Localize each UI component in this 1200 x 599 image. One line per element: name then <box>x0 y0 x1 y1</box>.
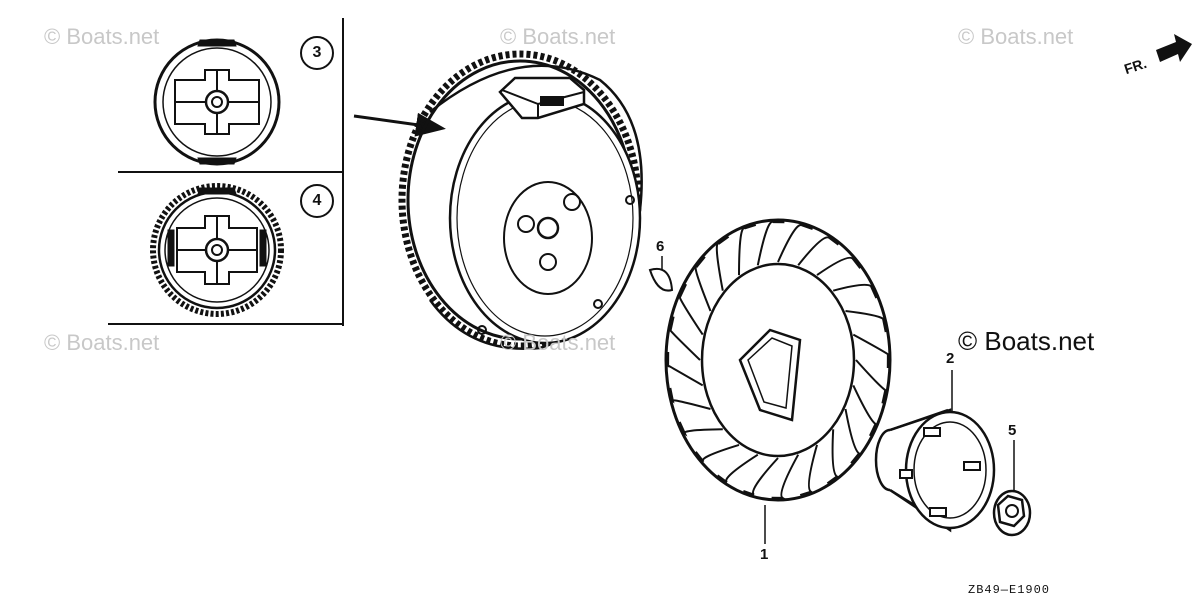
diagram-code: ZB49—E1900 <box>968 583 1051 597</box>
fan-blade <box>678 283 704 336</box>
fan-blade <box>852 333 889 369</box>
fan-blade <box>694 256 712 312</box>
fan-blade <box>845 310 887 333</box>
starter-pulley <box>874 408 996 533</box>
fan-blade <box>666 351 704 387</box>
fan-blade <box>855 359 887 404</box>
variant-label-4: 4 <box>300 184 334 218</box>
fan-blade <box>826 429 839 485</box>
fan-blade <box>799 444 818 497</box>
callout-6: 6 <box>656 238 665 255</box>
watermark: © Boats.net <box>44 24 160 49</box>
fan-blade <box>777 223 813 263</box>
fan-blade <box>743 457 779 496</box>
watermark: © Boats.net <box>44 330 160 355</box>
callout-5: 5 <box>1008 422 1017 439</box>
fan-blade <box>844 408 861 464</box>
watermark: © Boats.net <box>500 330 616 355</box>
front-direction-arrow-icon <box>1156 34 1192 62</box>
callout-2: 2 <box>946 350 955 367</box>
variant-inset-frame <box>108 18 344 326</box>
woodruff-key <box>648 268 674 292</box>
flange-nut <box>992 489 1032 537</box>
variant-label-3: 3 <box>300 36 334 70</box>
fan-blade <box>738 223 757 276</box>
fan-blade <box>669 387 711 410</box>
fan-blade <box>832 283 878 299</box>
fan-blade <box>668 316 701 361</box>
fan-blade <box>816 256 861 276</box>
fan-blade <box>771 454 800 499</box>
fan-blade <box>717 453 759 484</box>
fan-blade <box>852 384 877 437</box>
watermark: © Boats.net <box>500 24 616 49</box>
cooling-fan <box>664 218 892 502</box>
flywheel <box>398 50 643 350</box>
variant-4-flywheel <box>150 183 284 317</box>
fan-blade <box>715 235 730 291</box>
fan-blade <box>797 236 839 266</box>
fan-blade <box>678 421 723 437</box>
copyright-label: © Boats.net <box>958 326 1095 356</box>
callout-1: 1 <box>760 546 769 563</box>
fan-blade <box>756 220 785 266</box>
watermark: © Boats.net <box>958 24 1074 49</box>
fan-blade <box>695 443 740 463</box>
variant-3-flywheel <box>153 38 281 166</box>
